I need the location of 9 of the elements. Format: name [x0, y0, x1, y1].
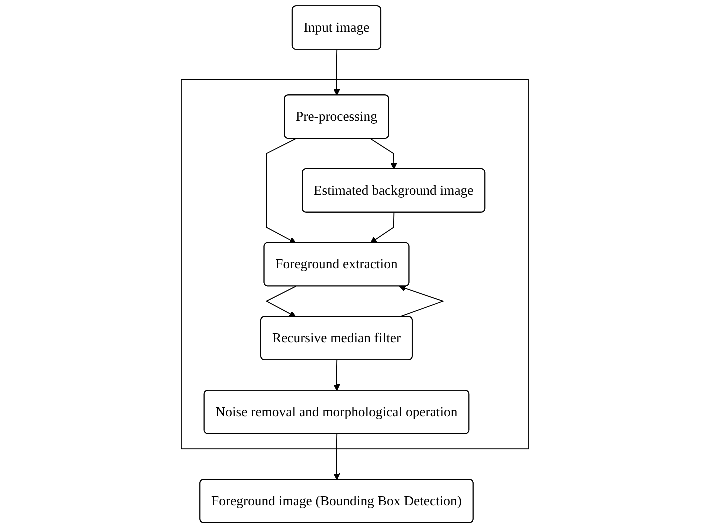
cluster: [181, 79, 529, 450]
arrow: [370, 138, 398, 170]
arrow: [266, 138, 296, 244]
arrow: [334, 360, 340, 392]
arrow: [399, 285, 445, 318]
arrow: [334, 49, 340, 96]
arrow: [370, 212, 395, 244]
arrow: [266, 286, 296, 318]
arrow: [334, 434, 340, 480]
